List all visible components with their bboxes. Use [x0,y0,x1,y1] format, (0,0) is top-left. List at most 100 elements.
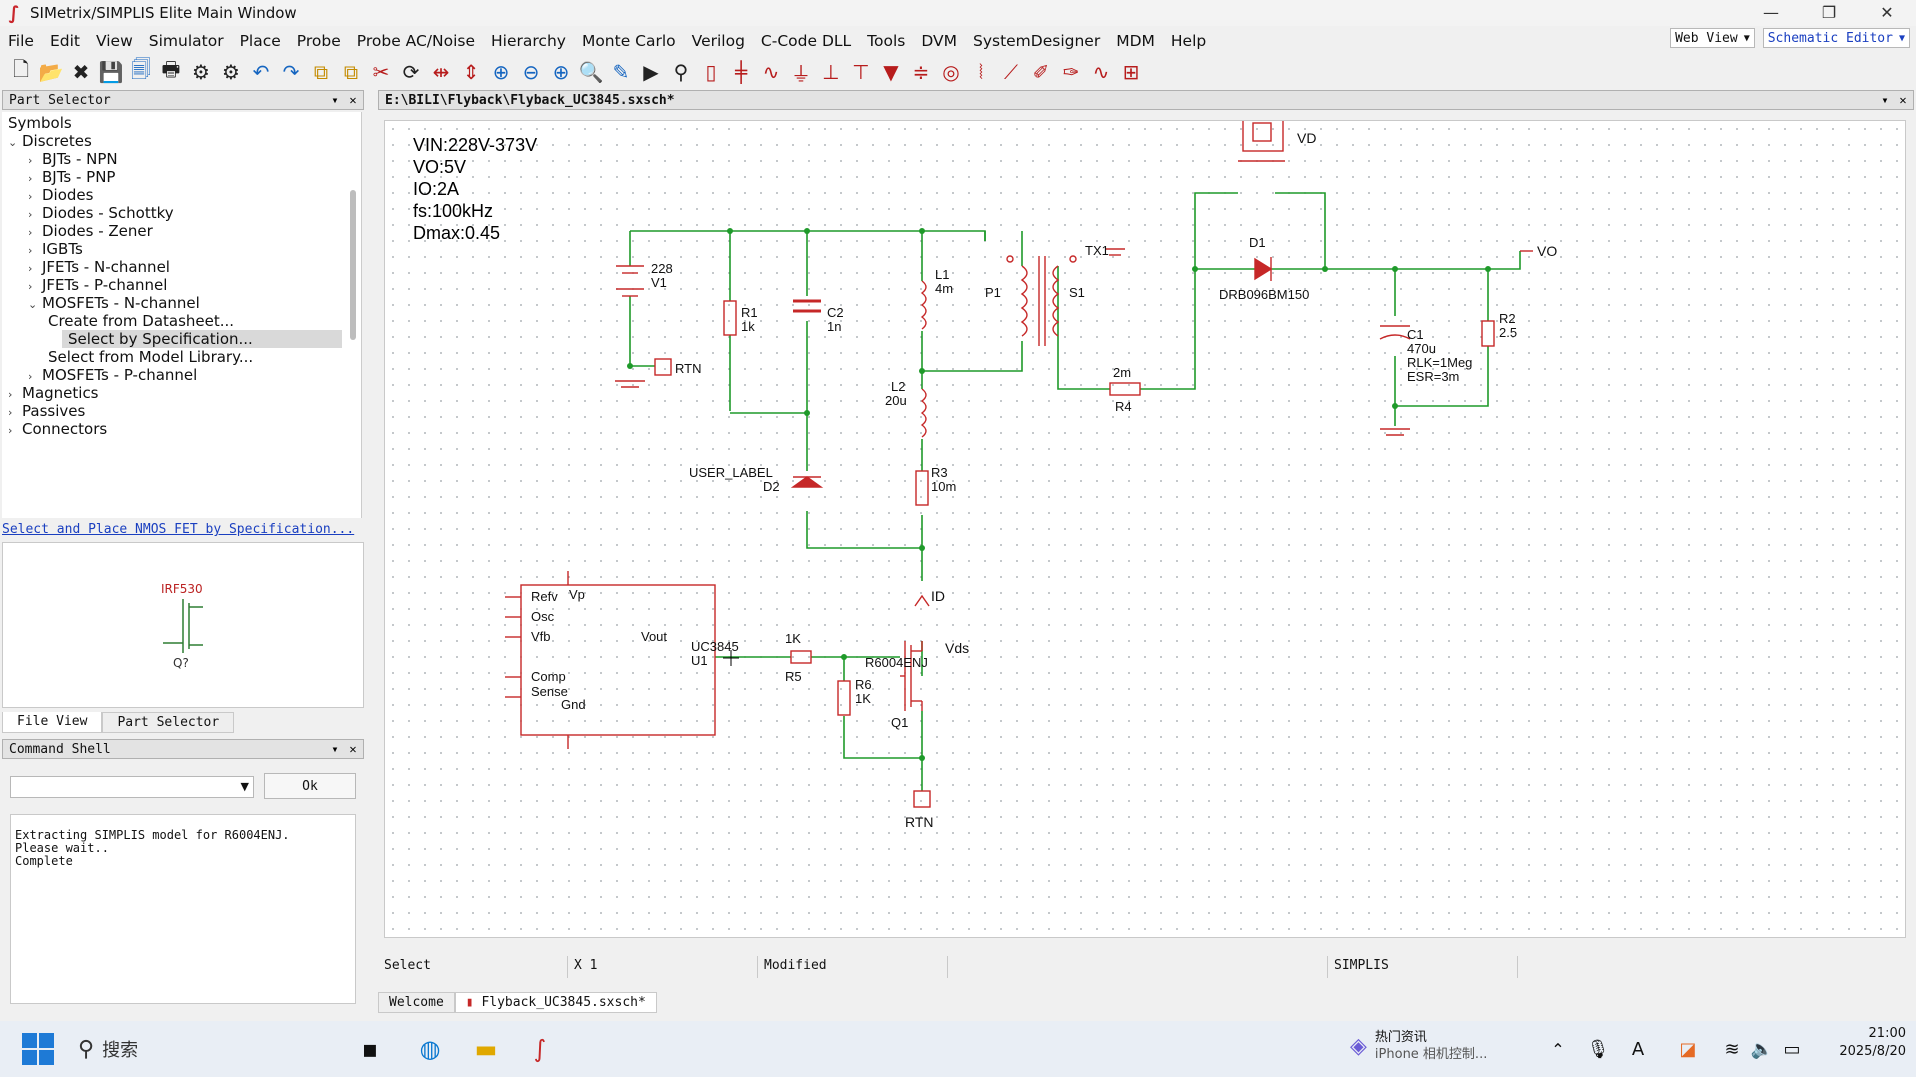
options-gear-icon[interactable]: ⚙ [222,60,240,84]
run-icon[interactable]: ▶ [643,60,659,84]
panel-menu-icon[interactable]: ▾ [331,93,339,107]
save-all-icon[interactable]: 🗐 [131,57,151,81]
tree-item[interactable]: ›Passives [8,402,85,420]
menu-tools[interactable]: Tools [867,32,906,50]
tree-item[interactable]: ›BJTs - NPN [28,150,118,168]
ground-icon[interactable]: ⏚ [791,61,811,86]
editor-select[interactable]: Schematic Editor▼ [1762,28,1910,48]
schematic-svg[interactable]: VIN:228V-373V VO:5V IO:2A fs:100kHz Dmax… [385,112,1905,937]
tree-item[interactable]: ›BJTs - PNP [28,168,115,186]
microphone-icon[interactable]: 🎙 [1586,1038,1610,1060]
chevron-up-icon[interactable]: ⌃ [1551,1039,1565,1059]
probe-voltage-icon[interactable]: ✐ [1032,60,1050,84]
volume-icon[interactable]: 🔈 [1750,1038,1774,1060]
menu-mdm[interactable]: MDM [1116,32,1155,50]
close-doc-icon[interactable]: ✖ [72,60,90,84]
capacitor-icon[interactable]: ╪ [734,60,748,84]
chevron-right-icon[interactable]: › [28,208,33,221]
chevron-down-icon[interactable]: ⌄ [8,136,18,149]
close-button[interactable]: ✕ [1880,3,1894,22]
tree-item[interactable]: ›JFETs - P-channel [28,276,167,294]
menu-monte-carlo[interactable]: Monte Carlo [581,32,676,50]
menu-dvm[interactable]: DVM [921,32,957,50]
menu-simulator[interactable]: Simulator [148,32,224,50]
rotate-icon[interactable]: ⟳ [402,60,420,84]
chevron-right-icon[interactable]: › [28,244,33,257]
settings-gear-icon[interactable]: ⚙ [192,60,210,84]
edge-browser-icon[interactable]: ◍ [419,1035,441,1063]
save-icon[interactable]: 💾 [98,60,124,84]
paste-icon[interactable]: ⧉ [343,60,359,84]
clock[interactable]: 21:00 2025/8/20 [1839,1026,1906,1059]
resistor-icon[interactable]: ▯ [705,60,717,84]
tree-item[interactable]: Select from Model Library... [48,348,253,366]
menu-file[interactable]: File [8,32,34,50]
file-explorer-icon[interactable]: ▬ [474,1035,498,1063]
tree-item[interactable]: ›Magnetics [8,384,99,402]
menu-help[interactable]: Help [1170,32,1207,50]
minimize-button[interactable]: — [1763,3,1779,22]
wire-icon[interactable]: ⟋ [1004,60,1018,84]
tree-item[interactable]: ›Connectors [8,420,107,438]
schematic-canvas[interactable]: VIN:228V-373V VO:5V IO:2A fs:100kHz Dmax… [384,112,1906,938]
tree-item[interactable]: Symbols [8,114,72,132]
pnp-icon[interactable]: ⊤ [852,60,870,84]
panel-close-icon[interactable]: ✕ [349,742,357,756]
tree-item[interactable]: ›IGBTs [28,240,83,258]
tree-item[interactable]: ›Diodes - Schottky [28,204,174,222]
chevron-right-icon[interactable]: › [8,388,13,401]
tree-item[interactable]: ›MOSFETs - P-channel [28,366,197,384]
menu-c-code-dll[interactable]: C-Code DLL [760,32,852,50]
chevron-right-icon[interactable]: › [8,424,13,437]
mirror-tb-icon[interactable]: ⇕ [462,60,480,84]
tree-item[interactable]: ⌄MOSFETs - N-channel [28,294,200,312]
open-folder-icon[interactable]: 📂 [38,60,64,84]
tree-scrollbar[interactable] [350,190,356,340]
npn-icon[interactable]: ⊥ [822,60,840,84]
menu-probe[interactable]: Probe [296,32,341,50]
zoom-fit-icon[interactable]: ⊕ [492,60,510,84]
doc-menu-icon[interactable]: ▾ [1881,93,1889,107]
probe-power-icon[interactable]: ⊞ [1122,60,1140,84]
tab-welcome[interactable]: Welcome [378,992,455,1013]
tree-item[interactable]: Select by Specification... [62,330,342,348]
tree-item[interactable]: ›JFETs - N-channel [28,258,170,276]
part-tree[interactable]: Symbols⌄Discretes›BJTs - NPN›BJTs - PNP›… [2,112,362,518]
taskbar-search[interactable]: ⚲ 搜索 [78,1036,139,1062]
panel-close-icon[interactable]: ✕ [349,93,357,107]
menu-verilog[interactable]: Verilog [691,32,745,50]
chevron-right-icon[interactable]: › [28,280,33,293]
undo-icon[interactable]: ↶ [252,60,270,84]
zoom-in-icon[interactable]: ⊕ [552,60,570,84]
diode-icon[interactable]: ▼ [883,60,899,84]
copy-icon[interactable]: ⧉ [313,60,329,84]
command-ok-button[interactable]: Ok [264,773,356,799]
tab-part-selector[interactable]: Part Selector [102,712,235,733]
tree-item[interactable]: ›Diodes - Zener [28,222,153,240]
print-icon[interactable]: 🖶 [161,57,181,81]
tree-item[interactable]: ›Diodes [28,186,93,204]
chevron-right-icon[interactable]: › [28,172,33,185]
pen-icon[interactable]: A [1631,1038,1645,1060]
news-widget[interactable]: ◈ 热门资讯 iPhone 相机控制... [1350,1030,1488,1062]
battery-icon[interactable]: ▭ [1783,1038,1801,1060]
chevron-right-icon[interactable]: › [28,154,33,167]
menu-probe-ac-noise[interactable]: Probe AC/Noise [356,32,476,50]
chevron-right-icon[interactable]: › [8,406,13,419]
wifi-icon[interactable]: ≋ [1724,1038,1740,1060]
cut-icon[interactable]: ✂ [372,60,390,84]
chevron-right-icon[interactable]: › [28,262,33,275]
task-view-icon[interactable]: ▪ [361,1035,379,1063]
tree-item[interactable]: Create from Datasheet... [48,312,234,330]
components[interactable] [505,112,1533,808]
menu-edit[interactable]: Edit [49,32,80,50]
app-tray-icon[interactable]: ◪ [1679,1038,1697,1060]
chevron-right-icon[interactable]: › [28,370,33,383]
chevron-right-icon[interactable]: › [28,226,33,239]
zener-icon[interactable]: ≑ [912,60,930,84]
find-binoculars-icon[interactable]: ⚲ [673,60,689,84]
probe-wave-icon[interactable]: ∿ [1092,60,1110,84]
panel-menu-icon[interactable]: ▾ [331,742,339,756]
edit-pencil-icon[interactable]: ✎ [612,60,630,84]
zoom-box-icon[interactable]: 🔍 [578,60,604,84]
